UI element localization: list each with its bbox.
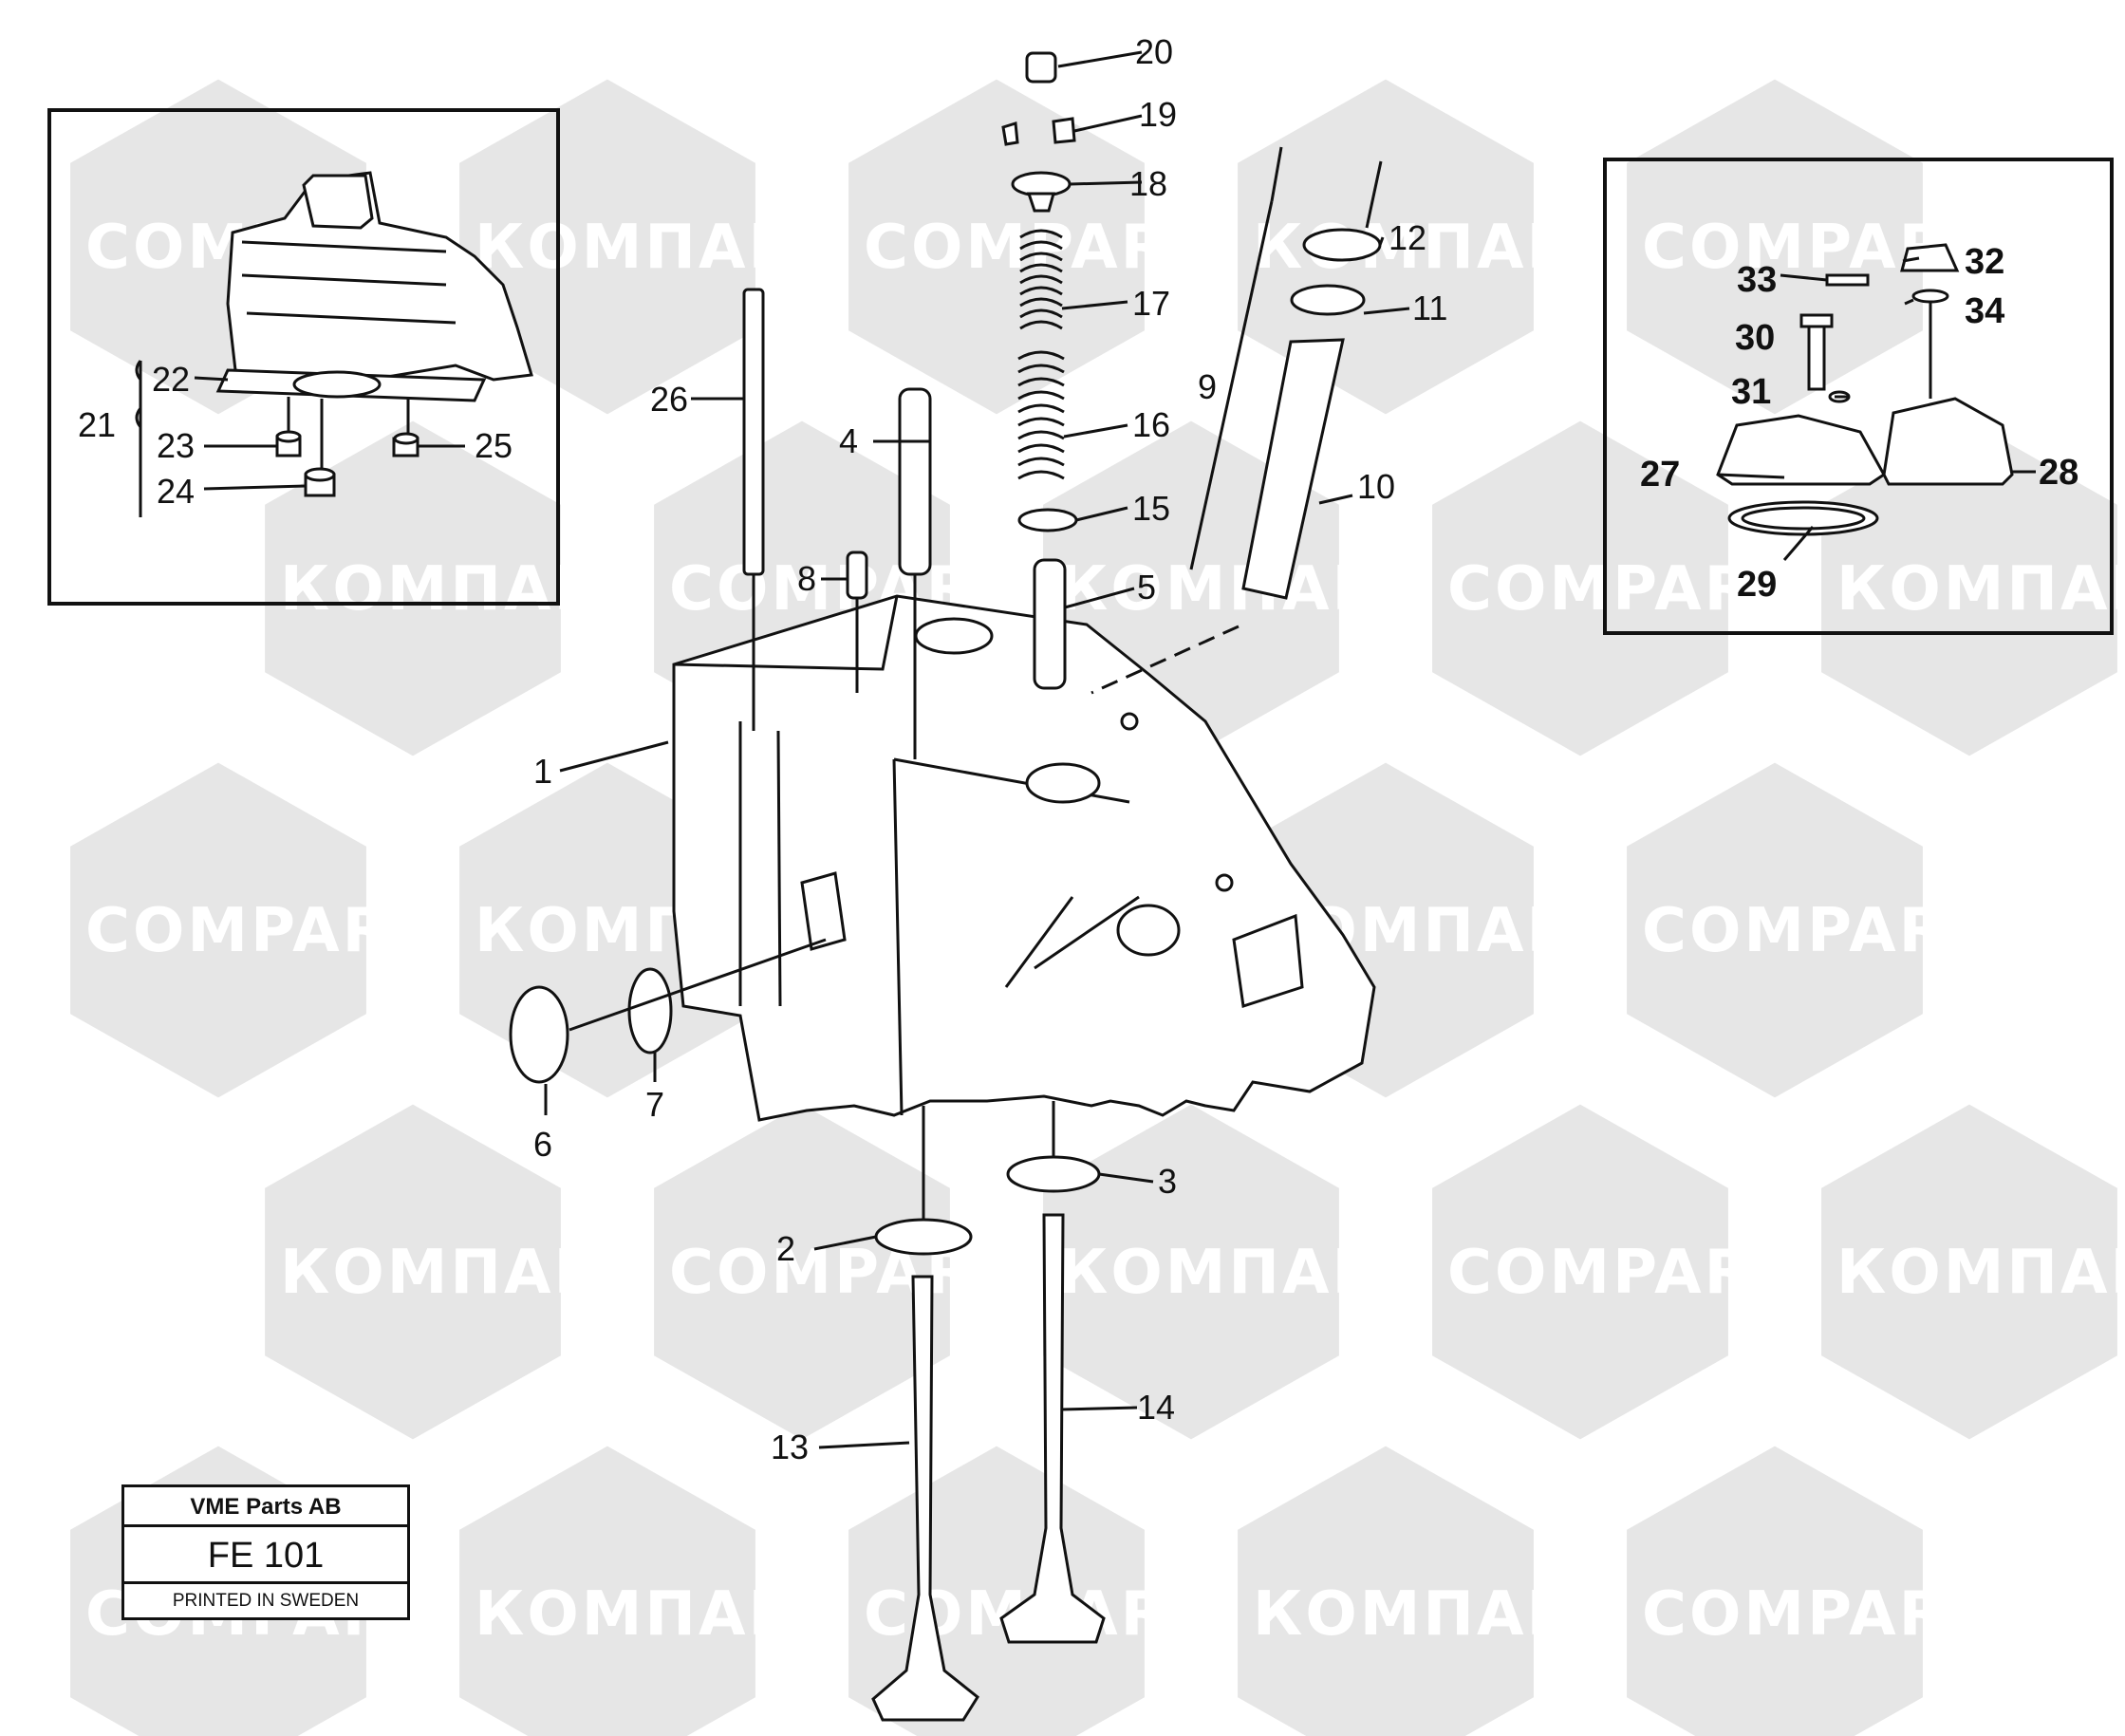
inset-right-frame	[1603, 158, 2114, 635]
callout-11: 11	[1412, 289, 1447, 327]
callout-28: 28	[2039, 453, 2078, 493]
callout-19: 19	[1139, 95, 1177, 134]
inset-left-drawing	[215, 171, 533, 497]
callout-8: 8	[797, 559, 816, 598]
watermark-tile: COMPART	[1627, 1446, 1990, 1736]
watermark-tile: КОМПАРТ	[1821, 420, 2125, 756]
title-block-code: FE 101	[124, 1527, 407, 1584]
watermark-label: КОМПАРТ	[280, 554, 645, 625]
watermark-tile: КОМПАРТ	[1043, 1104, 1424, 1440]
watermark-label: КОМПАРТ	[1253, 1579, 1618, 1650]
callout-1: 1	[533, 752, 552, 791]
callout-24: 24	[157, 472, 195, 511]
callout-33: 33	[1737, 260, 1777, 300]
callout-32: 32	[1965, 242, 2004, 282]
watermark-tile: COMPART	[654, 1104, 1017, 1440]
watermark-tile: COMPART	[848, 79, 1212, 415]
watermark-label: КОМПАРТ	[280, 1238, 645, 1308]
watermark-tile: КОМПАРТ	[265, 420, 645, 756]
callout-3: 3	[1158, 1162, 1177, 1201]
callout-5: 5	[1137, 568, 1156, 607]
watermark-tile: КОМПАРТ	[1238, 79, 1615, 415]
watermark-label: КОМПАРТ	[475, 1579, 840, 1650]
callout-20: 20	[1135, 32, 1173, 71]
watermark-label: COMPART	[85, 896, 434, 966]
callout-26: 26	[650, 380, 688, 419]
callout-labels: 20 19 18 17 16 15 5 4 8 26 12 11 9 10 1 …	[78, 32, 2078, 1466]
watermark-label: COMPART	[1642, 1579, 1990, 1650]
callout-10: 10	[1357, 467, 1395, 506]
watermark-tile: КОМПАРТ	[459, 79, 840, 415]
watermark-label: COMPART	[1447, 1238, 1796, 1308]
title-block-company: VME Parts AB	[124, 1487, 407, 1527]
watermark-tile: КОМПАРТ	[459, 1446, 840, 1736]
callout-22: 22	[152, 360, 190, 399]
callout-23: 23	[157, 426, 195, 465]
callout-34: 34	[1965, 291, 2004, 331]
callout-29: 29	[1737, 565, 1777, 605]
callout-25: 25	[475, 426, 513, 465]
watermark-label: КОМПАРТ	[1058, 1238, 1424, 1308]
callout-13: 13	[771, 1428, 809, 1466]
callout-17: 17	[1132, 284, 1170, 323]
callout-15: 15	[1132, 489, 1170, 528]
callout-12: 12	[1389, 218, 1426, 257]
inset-left-frame	[47, 108, 560, 606]
callout-18: 18	[1129, 164, 1167, 203]
cylinder-head	[672, 594, 1376, 1122]
callout-2: 2	[776, 1229, 795, 1268]
callout-7: 7	[645, 1085, 664, 1124]
watermark-tile: КОМПАРТ	[265, 1104, 645, 1440]
title-block-footer: PRINTED IN SWEDEN	[172, 1591, 360, 1611]
watermark-tile: COMPART	[1432, 420, 1796, 756]
watermark-label: COMPART	[1447, 554, 1796, 625]
leader-lines	[135, 50, 2036, 1449]
watermark-tile: COMPART	[1627, 762, 1990, 1098]
watermark-label: COMPART	[864, 213, 1212, 283]
watermark-label: COMPART	[669, 1238, 1017, 1308]
callout-14: 14	[1137, 1388, 1175, 1427]
watermark-tile: КОМПАРТ	[1238, 1446, 1618, 1736]
callout-31: 31	[1731, 372, 1771, 412]
watermark-layer: COMPART КОМПАРТ COMPART КОМПАРТ COMPART КОМПА…	[70, 79, 2125, 1736]
callout-6: 6	[533, 1125, 552, 1164]
watermark-label: КОМПАРТ	[1058, 554, 1424, 625]
callout-16: 16	[1132, 405, 1170, 444]
callout-27: 27	[1640, 455, 1680, 495]
watermark-tile: КОМПАРТ	[1821, 1104, 2125, 1440]
callout-30: 30	[1735, 318, 1775, 358]
watermark-tile: COMPART	[1432, 1104, 1796, 1440]
callout-21: 21	[78, 405, 116, 444]
watermark-tile: COMPART	[70, 762, 434, 1098]
watermark-label: КОМПАРТ	[1836, 1238, 2125, 1308]
callout-9: 9	[1198, 367, 1217, 406]
title-block: VME Parts AB FE 101 PRINTED IN SWEDEN	[121, 1484, 410, 1620]
watermark-label: КОМПАРТ	[475, 213, 840, 283]
watermark-label: КОМПАРТ	[1836, 554, 2125, 625]
valve-train-parts	[509, 51, 1382, 1722]
inset-right-drawing	[1716, 243, 2014, 536]
watermark-label: COMPART	[1642, 896, 1990, 966]
callout-4: 4	[839, 421, 858, 460]
